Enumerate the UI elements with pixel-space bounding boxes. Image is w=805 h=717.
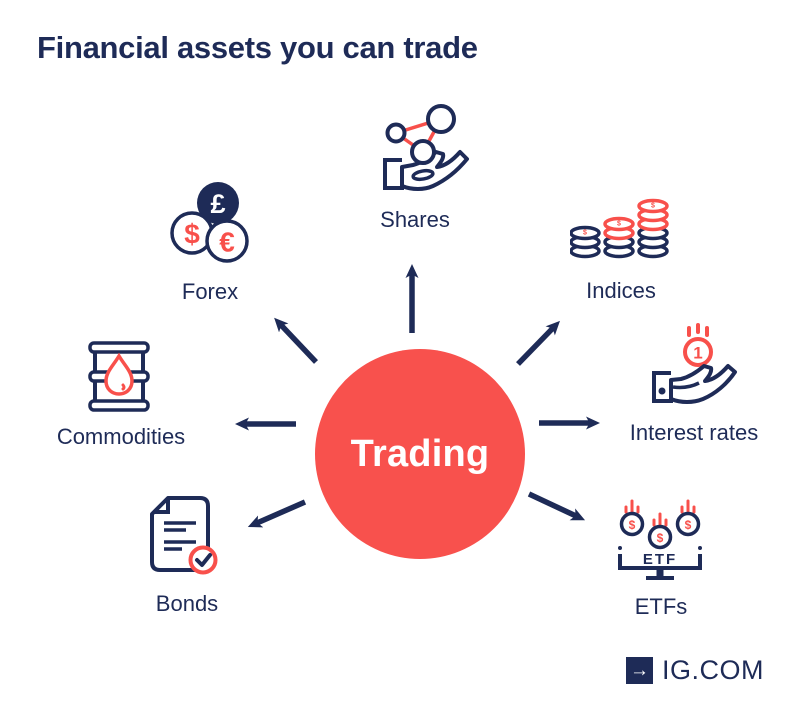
arrow-to-forex (274, 317, 318, 364)
node-label-shares: Shares (380, 207, 450, 232)
coin-symbol: $ (657, 531, 664, 545)
cuff-button (658, 387, 666, 395)
thumb (672, 381, 700, 390)
coin-symbol: $ (583, 230, 587, 237)
dollar-symbol: $ (184, 219, 200, 250)
shares-hand-network-icon (383, 104, 469, 191)
check-circle (188, 545, 218, 575)
coin-symbol: $ (685, 518, 692, 532)
network-node-mid (410, 139, 436, 165)
coin-stack-short (570, 225, 601, 259)
coin-stack-tall (637, 198, 669, 259)
folded-corner (154, 500, 170, 514)
coin-number: 1 (693, 344, 702, 363)
basket-stand (656, 568, 664, 576)
node-label-indices: Indices (586, 278, 656, 303)
indices-coin-stacks-icon: $ $ $ (570, 198, 669, 259)
arrow-to-etfs (527, 491, 586, 521)
bracket-dot (698, 546, 702, 550)
coin-symbol: $ (629, 518, 636, 532)
euro-coin (205, 219, 249, 263)
interest-rates-hand-coin-icon: 1 (652, 323, 737, 404)
drop-lines (624, 499, 696, 527)
brand-name: IG.COM (662, 655, 764, 685)
arrow-to-bonds (247, 499, 307, 528)
network-node-large (426, 104, 456, 134)
dollar-coin (675, 511, 701, 537)
etfs-basket-icon: $ $ $ ETF (618, 499, 702, 580)
falling-lines (687, 323, 709, 337)
open-hand (669, 364, 737, 404)
pound-coin (197, 182, 239, 224)
dollar-coin (619, 511, 645, 537)
oil-drop-highlight (121, 383, 126, 391)
euro-symbol: € (219, 227, 235, 258)
node-label-forex: Forex (181, 279, 239, 304)
node-label-bonds: Bonds (155, 591, 219, 616)
oil-drop (104, 352, 134, 396)
page-title: Financial assets you can trade (37, 30, 478, 65)
check-mark (195, 553, 212, 567)
brand-logo: → IG.COM (626, 655, 764, 686)
bonds-document-icon (150, 496, 218, 575)
forex-currency-coins-icon: £ $ € (170, 182, 249, 263)
node-label-interest-rates: Interest rates (629, 420, 759, 445)
coin-symbol: $ (651, 203, 655, 210)
arrow-right-icon: → (626, 657, 653, 684)
trading-center-circle: Trading (315, 349, 525, 559)
arrow-to-indices (516, 320, 560, 366)
etf-basket-label: ETF (643, 551, 677, 568)
coin-symbol: $ (617, 221, 621, 228)
one-coin (683, 337, 713, 367)
network-node-small (385, 122, 407, 144)
barrel-walls (93, 352, 145, 401)
thumb (411, 168, 435, 182)
trading-label: Trading (350, 432, 490, 475)
node-label-etfs: ETFs (634, 594, 688, 619)
hand-cuff (652, 371, 673, 403)
text-lines (164, 521, 196, 551)
node-label-commodities: Commodities (56, 424, 186, 449)
dollar-coin (647, 524, 673, 550)
pound-symbol: £ (210, 189, 225, 219)
commodities-oil-barrel-icon (88, 341, 150, 412)
bracket-dot (618, 546, 622, 550)
coin-stack-medium (603, 216, 635, 259)
hand-cuff (383, 158, 404, 190)
